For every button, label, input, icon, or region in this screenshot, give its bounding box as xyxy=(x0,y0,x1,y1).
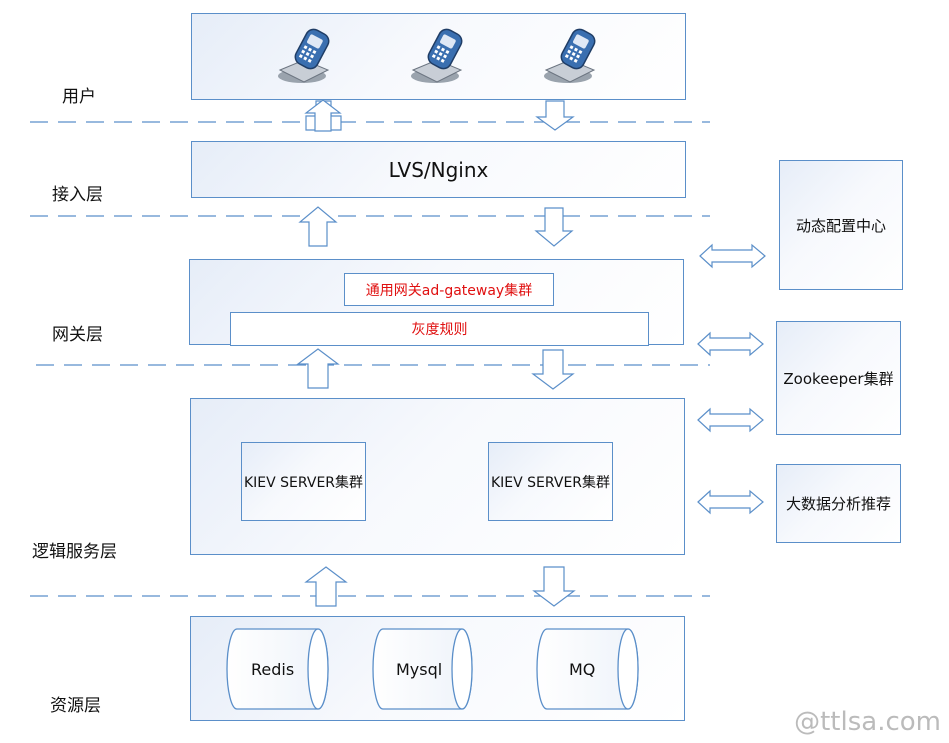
kiev-server-label: KIEV SERVER集群 xyxy=(490,474,611,491)
gray-rule-label: 灰度规则 xyxy=(411,322,468,338)
mq-cylinder xyxy=(536,628,639,710)
up-arrow-gateway xyxy=(298,206,338,247)
phone-icon xyxy=(411,28,463,83)
gateway-cluster-label: 通用网关ad-gateway集群 xyxy=(365,282,533,299)
mq-label: MQ xyxy=(569,660,596,679)
down-arrow-logic xyxy=(531,349,575,390)
mysql-cylinder xyxy=(372,628,473,710)
watermark: @ttlsa.com xyxy=(794,707,941,737)
zookeeper-box: Zookeeper集群 xyxy=(776,321,901,435)
gateway-cluster-box: 通用网关ad-gateway集群 xyxy=(344,273,554,306)
access-layer-box: LVS/Nginx xyxy=(191,141,686,198)
double-arrow-bigdata xyxy=(697,489,764,515)
double-arrow-zk-logic xyxy=(697,407,764,433)
down-arrow-gateway xyxy=(534,207,574,247)
layer-label-resource: 资源层 xyxy=(50,696,101,716)
user-box xyxy=(191,13,686,100)
double-arrow-config xyxy=(699,243,766,269)
phone-icon xyxy=(544,28,596,83)
mysql-label: Mysql xyxy=(396,660,443,679)
big-data-label: 大数据分析推荐 xyxy=(785,495,891,513)
phone-icon xyxy=(278,28,330,83)
up-arrow-resource xyxy=(304,566,348,607)
layer-label-access: 接入层 xyxy=(52,185,103,205)
redis-cylinder xyxy=(226,628,329,710)
zookeeper-label: Zookeeper集群 xyxy=(783,369,894,388)
access-layer-label: LVS/Nginx xyxy=(388,157,489,182)
redis-label: Redis xyxy=(251,660,295,679)
dynamic-config-box: 动态配置中心 xyxy=(779,160,903,290)
down-arrow-access xyxy=(535,100,575,131)
double-arrow-zk-gateway xyxy=(697,331,764,357)
down-arrow-resource xyxy=(532,566,576,607)
kiev-server-label: KIEV SERVER集群 xyxy=(243,474,364,491)
dynamic-config-label: 动态配置中心 xyxy=(795,216,886,235)
big-data-box: 大数据分析推荐 xyxy=(776,464,901,543)
layer-label-user: 用户 xyxy=(62,87,96,107)
layer-label-logic: 逻辑服务层 xyxy=(32,542,117,562)
layer-label-gateway: 网关层 xyxy=(52,325,103,345)
gray-rule-box: 灰度规则 xyxy=(230,312,649,346)
kiev-server-box-1: KIEV SERVER集群 xyxy=(241,442,366,521)
kiev-server-box-2: KIEV SERVER集群 xyxy=(488,442,613,521)
up-arrow-logic xyxy=(296,348,340,389)
up-arrow-access xyxy=(304,99,342,132)
